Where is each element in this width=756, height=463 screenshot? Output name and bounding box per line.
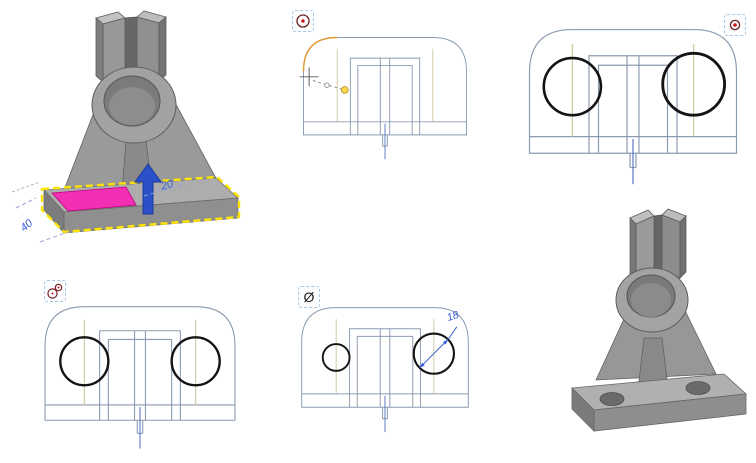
- slot-lines: [133, 330, 147, 421]
- iso-finished-drawing: [571, 208, 747, 432]
- part-outline: [301, 307, 469, 408]
- sketch-equal-circles-drawing: [44, 306, 236, 449]
- dim-40-ext1: [15, 197, 37, 209]
- dim-18-arrowhead-left: [419, 362, 425, 368]
- boss-hole-inner-wall: [631, 283, 671, 317]
- slot-lines: [626, 55, 640, 154]
- sketch-circles-panel: [520, 20, 746, 189]
- dim-40-label: 40: [18, 217, 36, 235]
- projected-rect-inner: [107, 338, 173, 421]
- right-hole-circle[interactable]: [412, 332, 456, 375]
- projection-lines: [336, 48, 434, 122]
- hole-feature-glyph: [729, 19, 741, 31]
- projection-lines: [83, 319, 197, 405]
- right-prong-side: [679, 215, 687, 279]
- sketch-equal-circles-panel: [36, 298, 244, 453]
- part-outline: [528, 28, 738, 154]
- diameter-dimension-icon[interactable]: Ø: [298, 286, 320, 308]
- construction-line: [11, 181, 41, 193]
- projected-rect-outer: [99, 330, 181, 421]
- concentric-circles-icon[interactable]: [44, 280, 66, 302]
- selected-sketch-outline[interactable]: [40, 175, 241, 234]
- sketch-point-drawing: [299, 36, 467, 160]
- midpoint-marker: [324, 82, 330, 88]
- dim-18-extension: [447, 326, 458, 340]
- left-prong-side: [629, 217, 637, 281]
- dim-18-label[interactable]: 18: [445, 309, 460, 324]
- dim-20-label: 20: [159, 178, 176, 193]
- right-prong-front: [661, 214, 681, 279]
- projected-rect-outer: [588, 55, 678, 154]
- right-hole-circle[interactable]: [170, 336, 221, 387]
- slot-lines: [379, 58, 391, 135]
- projected-rect-inner: [356, 335, 414, 408]
- right-prong-side: [158, 16, 167, 82]
- point-snap-marker[interactable]: [340, 86, 349, 94]
- boss-hole-inner-wall: [109, 87, 155, 125]
- left-hole-circle[interactable]: [59, 336, 110, 387]
- concentric-circles-glyph: [47, 283, 63, 299]
- base-hole-left[interactable]: [599, 392, 625, 406]
- projection-lines: [335, 319, 435, 394]
- iso-view-extrude-panel: 20 40: [6, 2, 264, 260]
- dim-18-arrowhead-right: [442, 339, 449, 345]
- sketch-dimension-panel: 18: [294, 300, 476, 436]
- left-prong-side: [95, 17, 104, 83]
- iso-extrude-drawing: 20 40: [11, 10, 241, 243]
- slot-lines: [379, 328, 391, 408]
- projected-rect-inner: [597, 64, 669, 154]
- hole-feature-icon[interactable]: [724, 14, 746, 36]
- dim-18-line[interactable]: [419, 338, 449, 369]
- extrude-direction-arrow[interactable]: [134, 163, 162, 215]
- left-hole-circle[interactable]: [542, 56, 603, 117]
- projected-rect-outer: [349, 57, 421, 135]
- dim-40-ext2: [39, 231, 69, 243]
- prong-slot-face: [653, 214, 663, 273]
- sketch-circles-drawing: [528, 28, 738, 185]
- projected-rect-outer: [349, 328, 421, 408]
- sketch-point-panel: [296, 30, 474, 163]
- sketch-dimension-drawing: 18: [301, 307, 469, 433]
- highlighted-corner-arc[interactable]: [302, 36, 338, 72]
- part-outline: [44, 306, 236, 421]
- highlighted-face-pink[interactable]: [51, 186, 137, 212]
- iso-view-finished-panel: [548, 198, 752, 454]
- sketch-point-icon[interactable]: [292, 10, 314, 32]
- right-hole-circle[interactable]: [661, 51, 727, 117]
- cursor-crosshair-icon: [299, 67, 319, 87]
- left-hole-circle[interactable]: [321, 343, 351, 372]
- base-left-face: [571, 387, 595, 432]
- projected-rect-inner: [357, 65, 413, 135]
- diameter-symbol: Ø: [303, 289, 315, 305]
- sketch-point-glyph: [296, 14, 310, 28]
- base-hole-right[interactable]: [685, 381, 711, 395]
- dim-20-line: [143, 183, 187, 197]
